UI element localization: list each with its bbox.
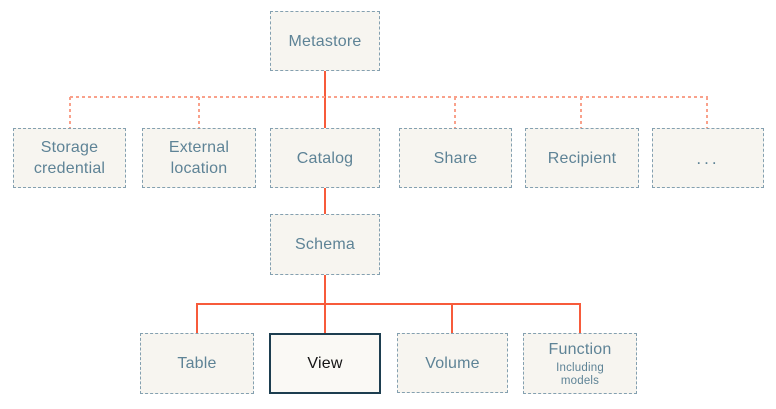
- node-storage-credential-label: Storage credential: [33, 139, 106, 177]
- connector-drop-function: [579, 304, 581, 333]
- connector-schema-down: [324, 275, 326, 304]
- node-share-label: Share: [433, 149, 478, 167]
- connector-drop-storage-credential: [69, 97, 71, 128]
- node-schema-label: Schema: [295, 236, 355, 253]
- connector-drop-share: [454, 97, 456, 128]
- node-storage-credential: Storage credential: [13, 128, 126, 188]
- node-view-label: View: [307, 355, 343, 372]
- connector-metastore-down: [324, 71, 326, 128]
- connector-row2-horizontal-dotted: [70, 96, 708, 98]
- node-metastore: Metastore: [270, 11, 380, 71]
- node-volume-label: Volume: [425, 354, 480, 372]
- node-catalog: Catalog: [270, 128, 380, 188]
- connector-drop-table: [196, 304, 198, 333]
- connector-drop-recipient: [580, 97, 582, 128]
- node-recipient: Recipient: [525, 128, 639, 188]
- node-recipient-label: Recipient: [547, 149, 617, 167]
- node-external-location-label: External location: [168, 139, 230, 177]
- connector-drop-volume: [451, 304, 453, 333]
- node-function: Function Including models: [523, 333, 637, 394]
- node-metastore-label: Metastore: [288, 32, 362, 50]
- node-volume: Volume: [397, 333, 508, 393]
- node-table-label: Table: [177, 355, 217, 372]
- node-more: ...: [652, 128, 764, 188]
- node-function-sublabel: Including models: [556, 362, 604, 387]
- connector-row4-horizontal: [196, 303, 581, 305]
- node-share: Share: [399, 128, 512, 188]
- node-table: Table: [140, 333, 254, 394]
- node-view: View: [269, 333, 381, 394]
- node-catalog-label: Catalog: [296, 149, 354, 167]
- node-schema: Schema: [270, 214, 380, 275]
- connector-drop-view: [324, 304, 326, 333]
- node-more-label: ...: [696, 148, 720, 168]
- connector-catalog-schema: [324, 188, 326, 214]
- connector-drop-more: [706, 97, 708, 128]
- node-function-label: Function: [548, 341, 612, 358]
- node-external-location: External location: [142, 128, 256, 188]
- connector-drop-external-location: [198, 97, 200, 128]
